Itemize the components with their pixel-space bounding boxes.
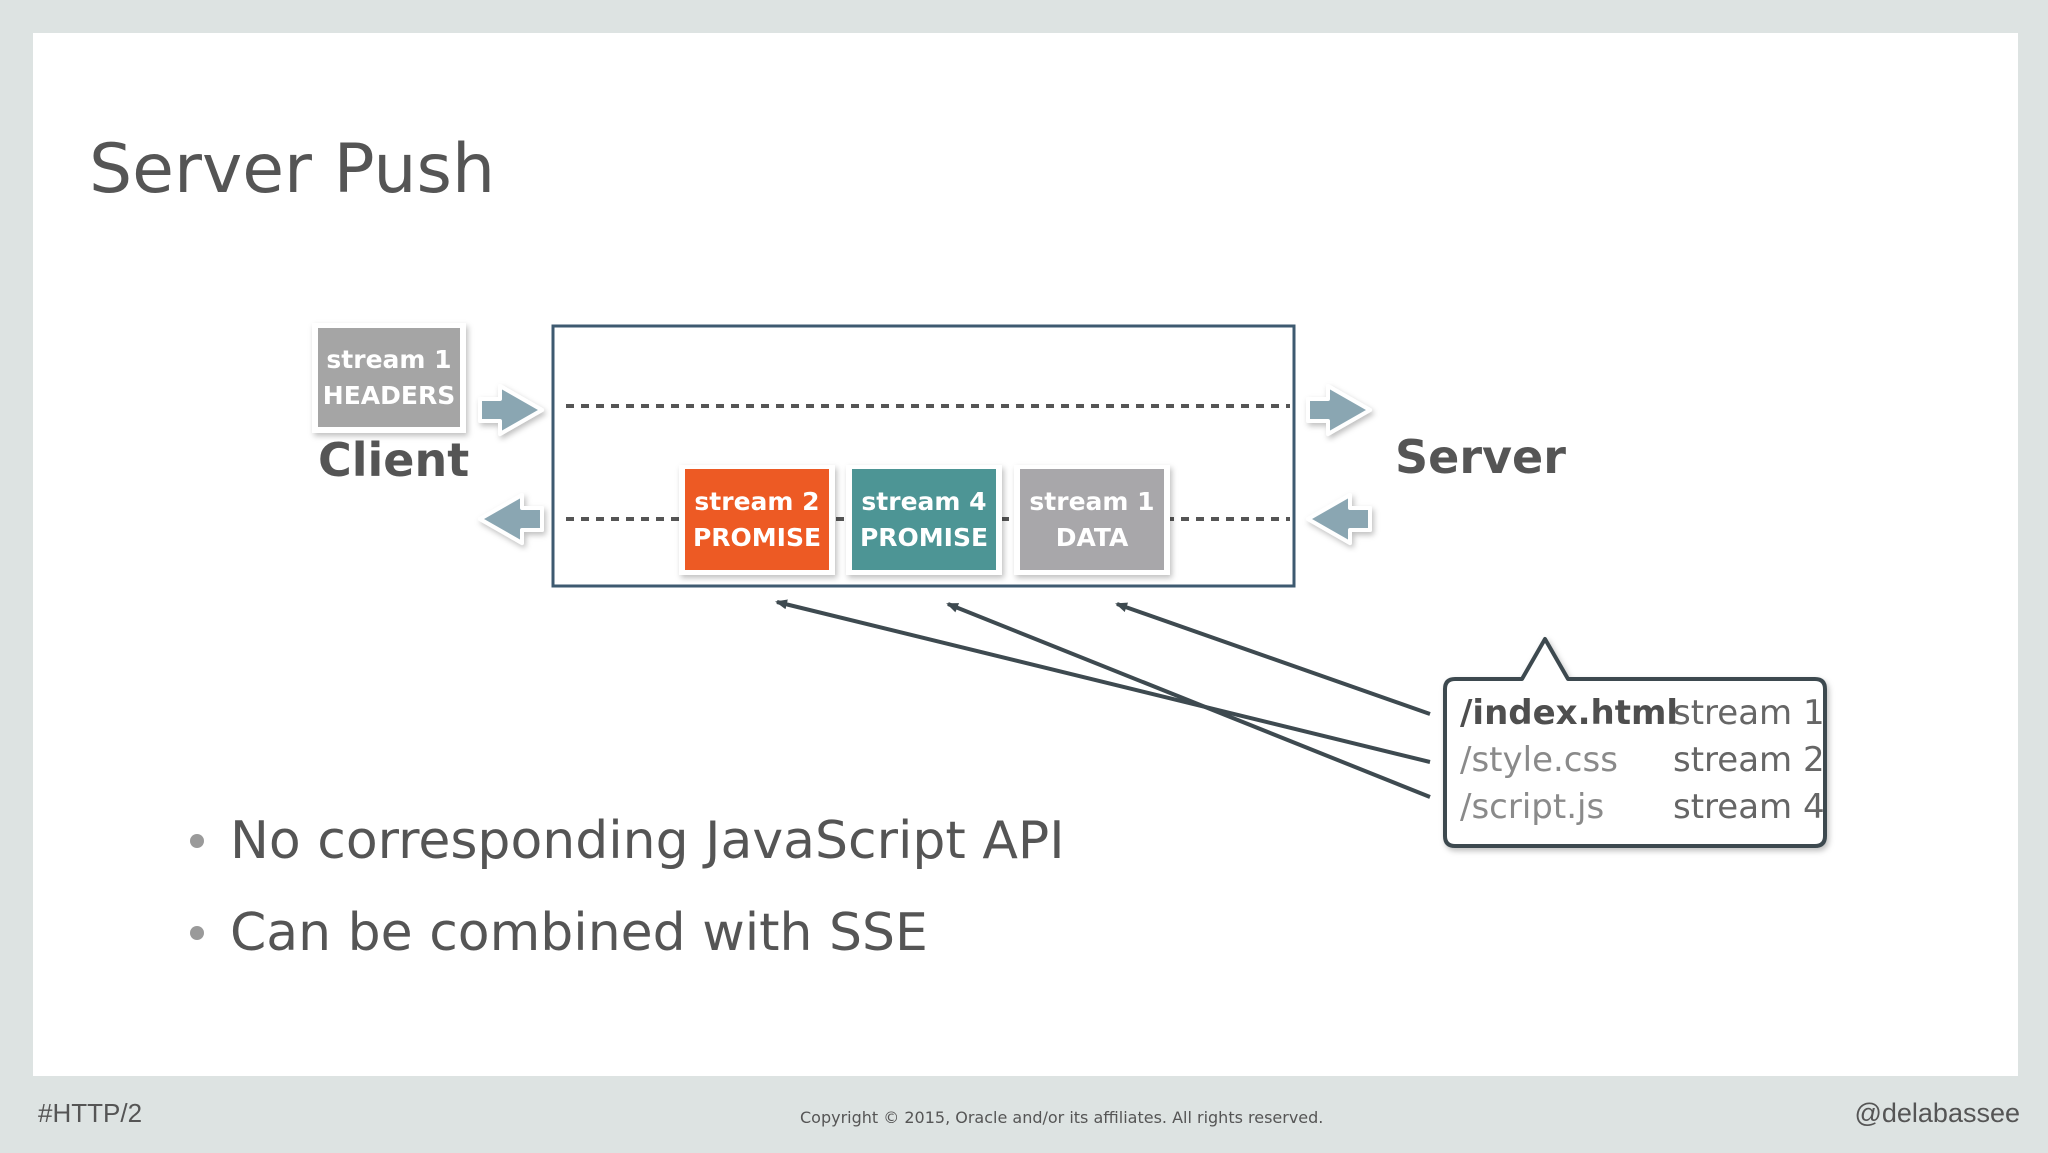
footer-hashtag: #HTTP/2 <box>38 1098 143 1128</box>
resource-callout <box>1443 637 1827 848</box>
bullet-text: Can be combined with SSE <box>230 903 928 963</box>
frame-headers-line2: HEADERS <box>322 381 456 410</box>
client-label: Client <box>318 433 470 487</box>
frame-promise-2-line2: PROMISE <box>692 523 822 552</box>
footer-handle: @delabassee <box>1854 1098 2020 1128</box>
frame-data-1-fill <box>1020 469 1164 570</box>
bullet-dot-icon <box>190 926 204 940</box>
frame-promise-2-label: stream 2 PROMISE <box>685 484 829 556</box>
pointer-style-to-promise2 <box>775 599 1431 764</box>
bullet-item: Can be combined with SSE <box>190 887 1065 979</box>
frame-promise-2-line1: stream 2 <box>694 487 820 516</box>
frame-promise-4-fill <box>852 469 996 570</box>
pointer-index-to-data1 <box>1115 602 1431 716</box>
callout-stream-script: stream 4 <box>1673 787 1825 827</box>
server-send-arrow-icon <box>1306 493 1372 545</box>
callout-path-script: /script.js <box>1460 787 1605 827</box>
frame-data-1-label: stream 1 DATA <box>1020 484 1164 556</box>
frame-headers-line1: stream 1 <box>326 345 452 374</box>
server-label: Server <box>1395 430 1566 484</box>
pointer-script-to-promise4 <box>946 602 1431 799</box>
bullet-dot-icon <box>190 834 204 848</box>
slide-title: Server Push <box>89 130 496 209</box>
frame-headers-label: stream 1 HEADERS <box>318 342 460 414</box>
callout-path-index: /index.html <box>1460 693 1679 733</box>
server-receive-arrow-icon <box>1306 384 1372 436</box>
frame-data-1-line1: stream 1 <box>1029 487 1155 516</box>
callout-stream-style: stream 2 <box>1673 740 1825 780</box>
frame-promise-4-line1: stream 4 <box>861 487 987 516</box>
client-send-arrow-icon <box>478 384 544 436</box>
footer-copyright: Copyright © 2015, Oracle and/or its affi… <box>800 1108 1324 1127</box>
bullet-item: No corresponding JavaScript API <box>190 795 1065 887</box>
callout-stream-index: stream 1 <box>1673 693 1825 733</box>
frame-headers-fill <box>318 328 460 427</box>
frame-promise-2-fill <box>685 469 829 570</box>
frame-promise-4-label: stream 4 PROMISE <box>852 484 996 556</box>
frame-data-1-line2: DATA <box>1055 523 1129 552</box>
callout-path-style: /style.css <box>1460 740 1618 780</box>
bullet-text: No corresponding JavaScript API <box>230 811 1065 871</box>
client-receive-arrow-icon <box>478 493 544 545</box>
bullet-list: No corresponding JavaScript API Can be c… <box>190 795 1065 979</box>
frame-promise-4-line2: PROMISE <box>859 523 989 552</box>
